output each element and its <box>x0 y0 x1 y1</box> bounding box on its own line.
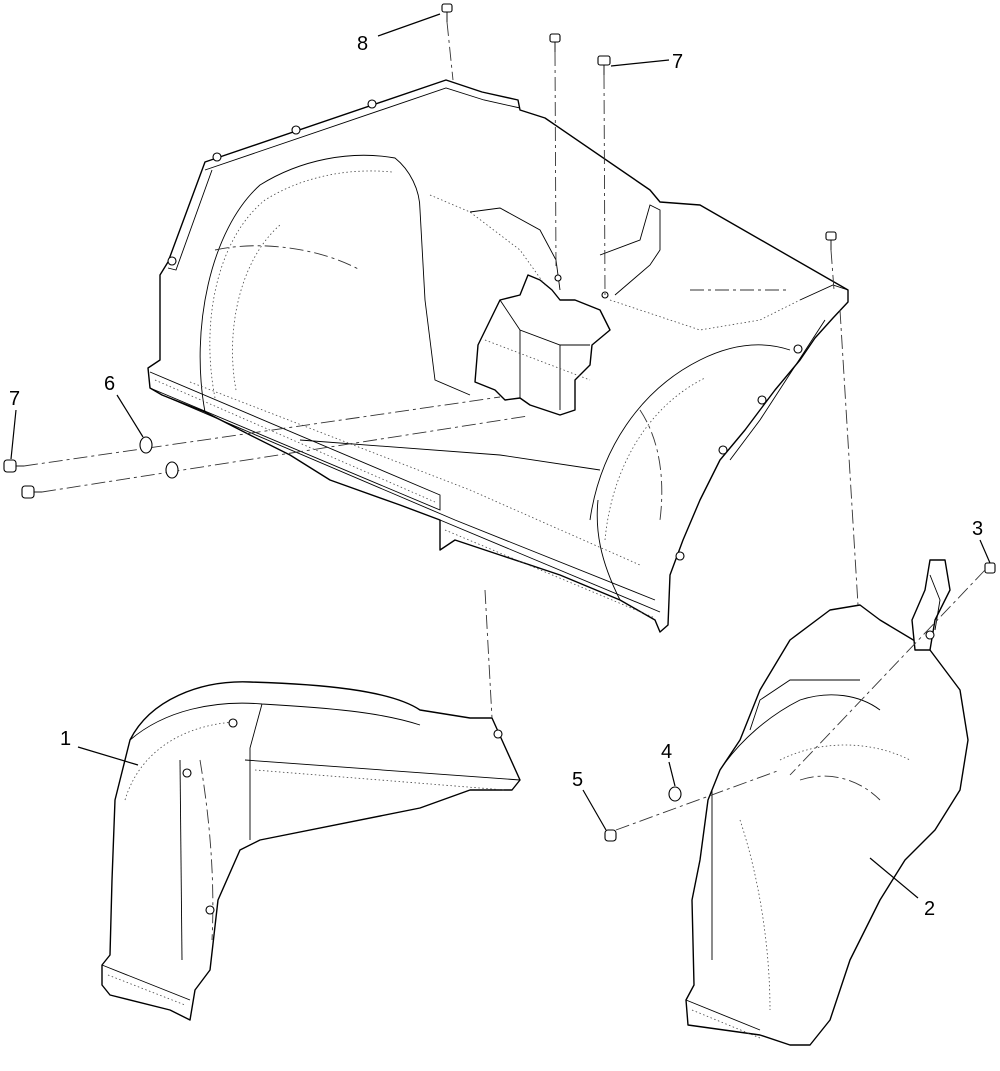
callout-2: 2 <box>924 898 935 920</box>
callout-1: 1 <box>60 728 71 750</box>
left-chute <box>101 681 521 1021</box>
leader-2 <box>869 857 919 899</box>
leader-6 <box>116 394 144 438</box>
leader-7-left <box>10 409 17 460</box>
fasteners <box>3 3 996 842</box>
callout-6: 6 <box>104 373 115 395</box>
leader-8 <box>377 13 441 37</box>
callout-5: 5 <box>572 769 583 791</box>
callout-3: 3 <box>972 518 983 540</box>
rim-holes <box>167 99 803 561</box>
callout-8: 8 <box>357 33 368 55</box>
callout-7-left: 7 <box>9 388 20 410</box>
leader-1 <box>77 746 139 766</box>
leader-7-top <box>610 59 670 67</box>
leader-lines <box>10 13 991 899</box>
callout-7-top: 7 <box>672 51 683 73</box>
callout-labels: 1 2 3 4 5 6 7 7 8 <box>9 33 983 920</box>
leader-3 <box>979 539 991 564</box>
main-housing <box>147 79 849 633</box>
leader-4 <box>668 761 676 787</box>
right-chute <box>685 559 969 1046</box>
callout-4: 4 <box>661 741 672 763</box>
leader-5 <box>582 789 607 831</box>
